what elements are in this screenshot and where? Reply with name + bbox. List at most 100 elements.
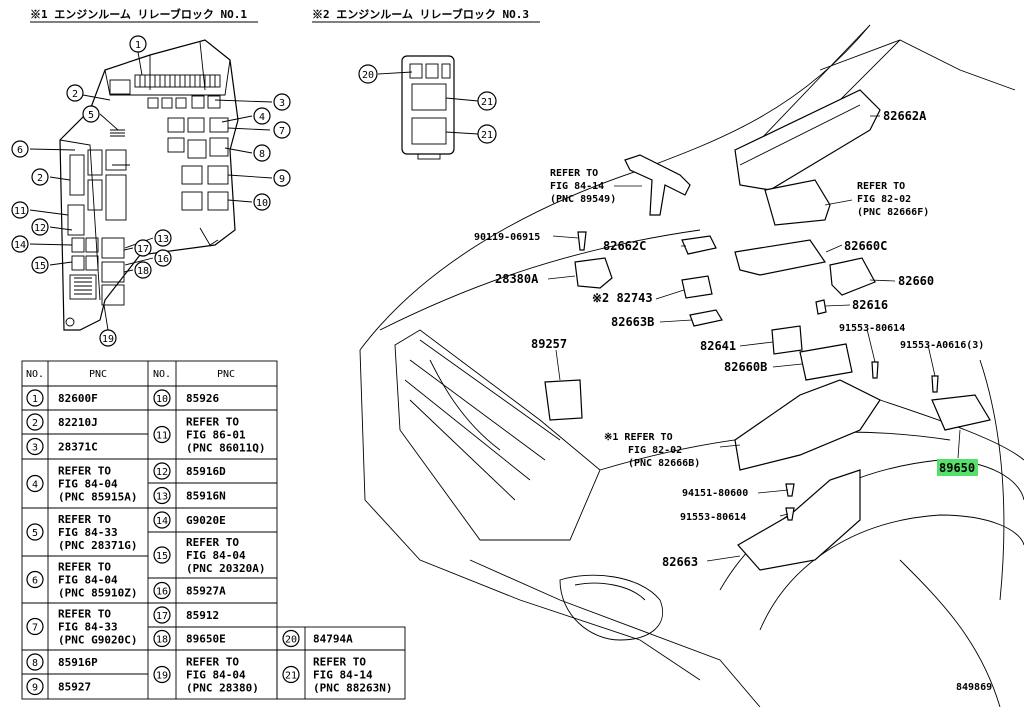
table-callout-circle [153, 606, 171, 624]
table-callout-number: 14 [156, 516, 168, 527]
label-91553-a0616: 91553-A0616(3) [900, 340, 984, 351]
table-callout-circle [26, 617, 44, 636]
table-callout-number: 5 [32, 528, 38, 539]
table-callout-circle [153, 462, 171, 480]
table-pnc-cell: (PNC 20320A) [186, 562, 265, 575]
part-82616 [815, 299, 827, 315]
table-pnc-cell: FIG 84-04 [58, 574, 118, 587]
part-89650-module [931, 394, 991, 431]
label-ref-8414-l3: (PNC 89549) [550, 194, 616, 205]
table-pnc-cell: FIG 84-33 [58, 621, 118, 634]
table-pnc-cell: (PNC G9020C) [58, 634, 137, 647]
label-82743: ※2 82743 [592, 291, 653, 305]
label-ref1-l3: (PNC 82666B) [628, 458, 700, 469]
callout-10: 10 [256, 198, 268, 209]
table-pnc-cell: 82600F [58, 392, 98, 405]
table-pnc-cell: 28371C [58, 441, 98, 454]
table-callout-circle [26, 437, 44, 456]
table-callout-number: 17 [156, 611, 168, 622]
part-28380A [574, 257, 613, 289]
table-callout-number: 16 [156, 587, 168, 598]
table-callout-number: 7 [32, 623, 38, 634]
label-82641: 82641 [700, 339, 736, 353]
table-callout-circle [282, 665, 300, 684]
label-ref-8414-l2: FIG 84-14 [550, 181, 604, 192]
callout-20: 20 [362, 70, 374, 81]
table-callout-number: 21 [285, 671, 297, 682]
callout-2a: 2 [72, 89, 78, 100]
table-pnc-cell: (PNC 85915A) [58, 491, 137, 504]
label-90119: 90119-06915 [474, 232, 540, 243]
part-82743 [681, 275, 713, 299]
relay-block-1-drawing [59, 39, 239, 331]
label-89257: 89257 [531, 337, 567, 351]
relay-block-1-callouts: 1 2 3 4 5 7 6 8 9 2 10 11 12 13 14 17 16… [11, 35, 291, 347]
label-82660C: 82660C [844, 239, 887, 253]
table-pnc-cell: REFER TO [58, 465, 111, 478]
table-callout-number: 13 [156, 492, 168, 503]
part-82660B [799, 343, 853, 381]
table-callout-circle [26, 523, 44, 541]
table-callout-circle [153, 629, 171, 648]
table-header-no-1: NO. [26, 369, 44, 380]
table-pnc-cell: REFER TO [313, 656, 366, 669]
label-89650[interactable]: 89650 [939, 461, 975, 475]
callout-13: 13 [157, 234, 169, 245]
part-91553-bolt-b [785, 507, 795, 521]
table-callout-number: 9 [32, 683, 38, 694]
diagram-id: 849869 [956, 682, 992, 693]
callout-18: 18 [137, 266, 149, 277]
label-82663B: 82663B [611, 315, 654, 329]
table-pnc-cell: REFER TO [58, 608, 111, 621]
car-body-outline [359, 24, 1024, 708]
table-callout-circle [153, 389, 171, 407]
table-pnc-cell: 85927A [186, 585, 226, 598]
table-callout-circle [153, 546, 171, 564]
part-labels: 82662A REFER TO FIG 84-14 (PNC 89549) RE… [474, 109, 992, 693]
table-pnc-cell: 85916D [186, 465, 226, 478]
table-pnc-cell: (PNC 28380) [186, 682, 259, 695]
table-pnc-cell: (PNC 86011Q) [186, 442, 265, 455]
part-bracket [624, 154, 691, 216]
callout-12: 12 [34, 223, 46, 234]
label-82660B: 82660B [724, 360, 767, 374]
label-ref-8414-l1: REFER TO [550, 168, 598, 179]
relay-block-3-drawing: 20 21 21 [358, 55, 497, 160]
table-pnc-cell: REFER TO [58, 513, 111, 526]
callout-14: 14 [14, 240, 26, 251]
relay-block-3-title: ※2 エンジンルーム リレーブロック NO.3 [312, 7, 529, 21]
table-callout-number: 1 [32, 394, 38, 405]
part-82662A [734, 89, 881, 191]
part-82660 [829, 257, 876, 296]
label-ref1-l2: FIG 82-02 [628, 445, 682, 456]
callout-4: 4 [259, 112, 265, 123]
label-82663: 82663 [662, 555, 698, 569]
table-pnc-cell: REFER TO [186, 656, 239, 669]
label-82662C: 82662C [603, 239, 646, 253]
part-94151-bolt [785, 483, 795, 497]
table-pnc-cell: 85916P [58, 656, 98, 669]
table-pnc-cell: 85916N [186, 490, 226, 503]
table-header-no-2: NO. [153, 369, 171, 380]
label-28380A: 28380A [495, 272, 539, 286]
highlight-89650 [937, 459, 978, 476]
table-pnc-cell: 89650E [186, 633, 226, 646]
table-pnc-cell: G9020E [186, 514, 226, 527]
label-94151: 94151-80600 [682, 488, 748, 499]
leader-lines [547, 115, 961, 562]
part-90119-bolt [577, 231, 587, 251]
callout-11: 11 [14, 206, 26, 217]
part-91553-a0616-bolt [931, 375, 939, 393]
callout-7: 7 [279, 126, 285, 137]
label-82660: 82660 [898, 274, 934, 288]
table-callout-number: 4 [32, 480, 38, 491]
table-callout-circle [26, 474, 44, 493]
label-91553-80614-a: 91553-80614 [839, 323, 905, 334]
label-82616: 82616 [852, 298, 888, 312]
table-pnc-cell: 85926 [186, 392, 219, 405]
table-callout-number: 18 [156, 635, 168, 646]
callout-21b: 21 [481, 130, 493, 141]
